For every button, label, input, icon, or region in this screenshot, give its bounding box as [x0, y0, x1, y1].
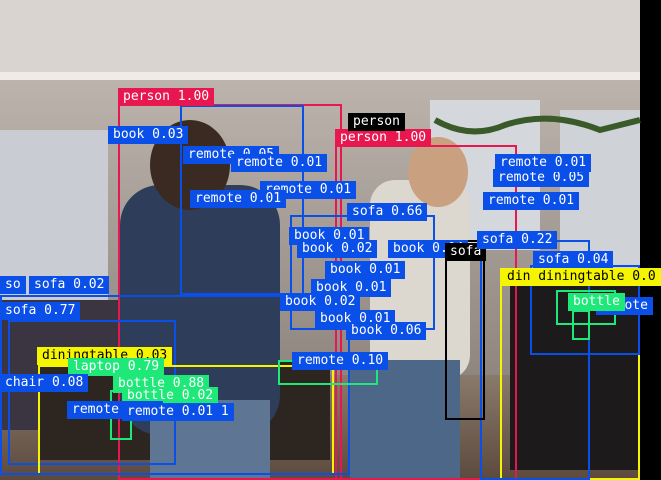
- detection-label: book 0.01: [325, 261, 406, 279]
- detection-label: book 0.06: [346, 322, 427, 340]
- detection-label: chair 0.08: [0, 374, 89, 392]
- window-far-right: [560, 110, 640, 270]
- garland: [433, 115, 641, 135]
- detection-label: book 0.01: [311, 279, 392, 297]
- bbox: [180, 105, 304, 295]
- detection-label: sofa 0.66: [347, 203, 428, 221]
- detection-label: laptop 0.79: [68, 358, 165, 376]
- detection-label: remote 0.01: [495, 154, 592, 172]
- detection-label: so: [0, 276, 26, 294]
- detection-label: sofa 0.77: [0, 302, 81, 320]
- detection-label: sofa 0.04: [533, 251, 614, 269]
- detection-label: din diningtable 0.0: [502, 268, 661, 286]
- bbox: [572, 310, 590, 340]
- detection-label: book 0.02: [297, 240, 378, 258]
- bbox: [445, 240, 485, 420]
- crown-molding: [0, 72, 640, 80]
- detection-label: remote 0.01 1: [122, 403, 234, 421]
- detection-label: book 0.03: [108, 126, 189, 144]
- ceiling: [0, 0, 640, 80]
- detection-label: sofa 0.22: [477, 231, 558, 249]
- person-right-head: [408, 137, 468, 207]
- detection-label: bottle: [568, 293, 625, 311]
- detection-label: bottle 0.02: [122, 387, 219, 405]
- detection-label: remote 0.01: [190, 190, 287, 208]
- detection-label: remote 0.05: [493, 169, 590, 187]
- detection-label: remote 0.01: [483, 192, 580, 210]
- detection-label: person 1.00: [335, 129, 432, 147]
- person-right-jeans: [350, 360, 460, 480]
- detection-label: book 0.02: [280, 293, 361, 311]
- detection-label: person: [348, 113, 405, 131]
- detection-label: remote 0.01: [231, 154, 328, 172]
- detection-label: person 1.00: [118, 88, 215, 106]
- detection-label: sofa 0.02: [29, 276, 110, 294]
- detection-label: sofa: [445, 243, 487, 261]
- detection-label: remote 0.10: [292, 352, 389, 370]
